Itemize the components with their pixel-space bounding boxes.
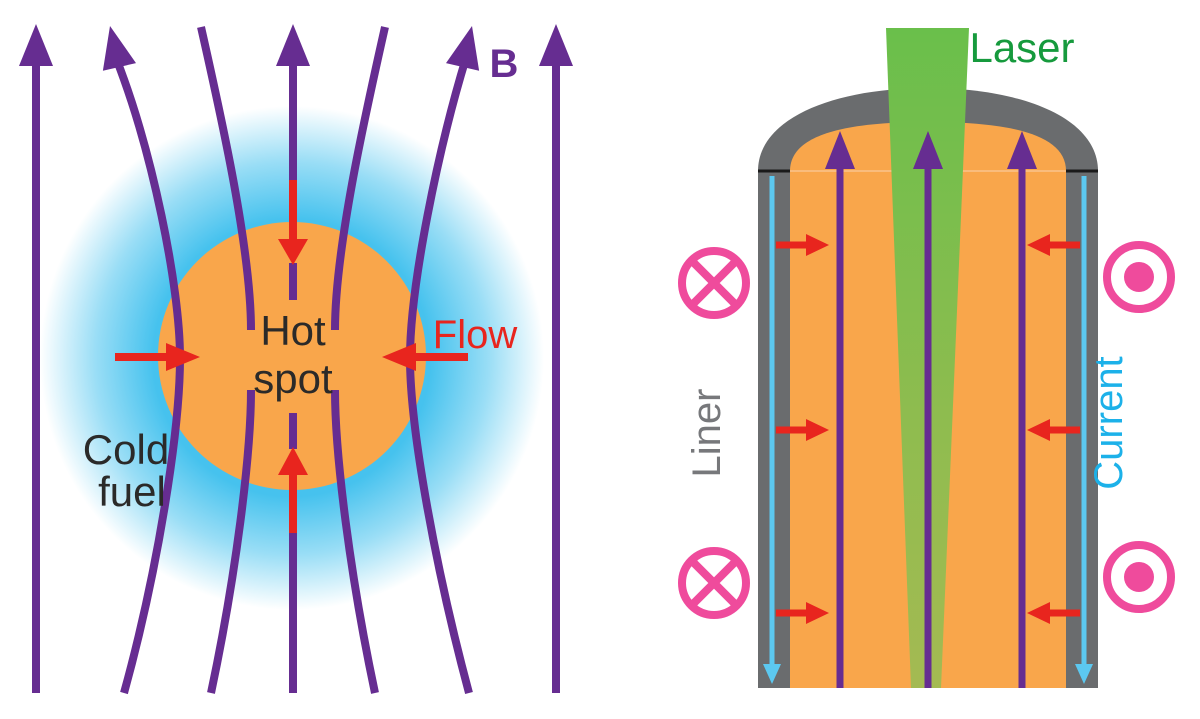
flow-arrows (115, 180, 468, 533)
field-arrowhead (913, 131, 943, 169)
label-current: Current (1087, 356, 1131, 489)
liner-panel: Laser Liner Current (678, 24, 1175, 688)
field-line (197, 26, 255, 331)
current-into-page-icon (678, 247, 750, 319)
axial-field-arrows (825, 131, 1037, 688)
hot-spot (158, 222, 426, 490)
field-arrowhead (539, 24, 573, 66)
magnetic-field-lines (19, 24, 573, 695)
current-out-of-page-icon (1103, 541, 1175, 613)
field-arrowhead (1007, 131, 1037, 169)
label-flow: Flow (433, 313, 518, 357)
label-b-field: B (490, 42, 519, 86)
compression-arrowhead-left (806, 419, 829, 441)
hot-spot-panel: B Hot spot Cold fuel Flow (19, 24, 573, 695)
label-liner: Liner (685, 389, 729, 478)
current-arrowhead-left (763, 664, 781, 684)
field-arrowhead (276, 24, 310, 66)
field-line (331, 26, 389, 331)
flow-arrowhead-top (278, 239, 308, 265)
compression-arrowhead-left (806, 234, 829, 256)
field-arrowhead (19, 24, 53, 66)
label-spot: spot (253, 355, 333, 402)
current-arrowhead-right (1075, 664, 1093, 684)
label-laser: Laser (969, 24, 1074, 71)
field-arrowhead (825, 131, 855, 169)
compression-arrowhead-right (1027, 602, 1050, 624)
field-arrowhead (102, 26, 137, 71)
compression-arrows (776, 234, 1080, 624)
field-line (331, 389, 379, 694)
compression-arrowhead-right (1027, 419, 1050, 441)
current-lines (763, 176, 1093, 684)
label-cold: Cold (83, 426, 169, 473)
flow-arrowhead-bottom (278, 447, 308, 475)
compression-arrowhead-left (806, 602, 829, 624)
field-arrowhead (445, 26, 480, 71)
current-into-page-icon (678, 547, 750, 619)
label-hot: Hot (260, 307, 326, 354)
field-line (207, 389, 255, 694)
flow-arrowhead-right (382, 343, 416, 371)
flow-arrowhead-left (166, 343, 200, 371)
label-fuel: fuel (98, 468, 166, 515)
current-out-of-page-icon (1103, 241, 1175, 313)
compression-arrowhead-right (1027, 234, 1050, 256)
